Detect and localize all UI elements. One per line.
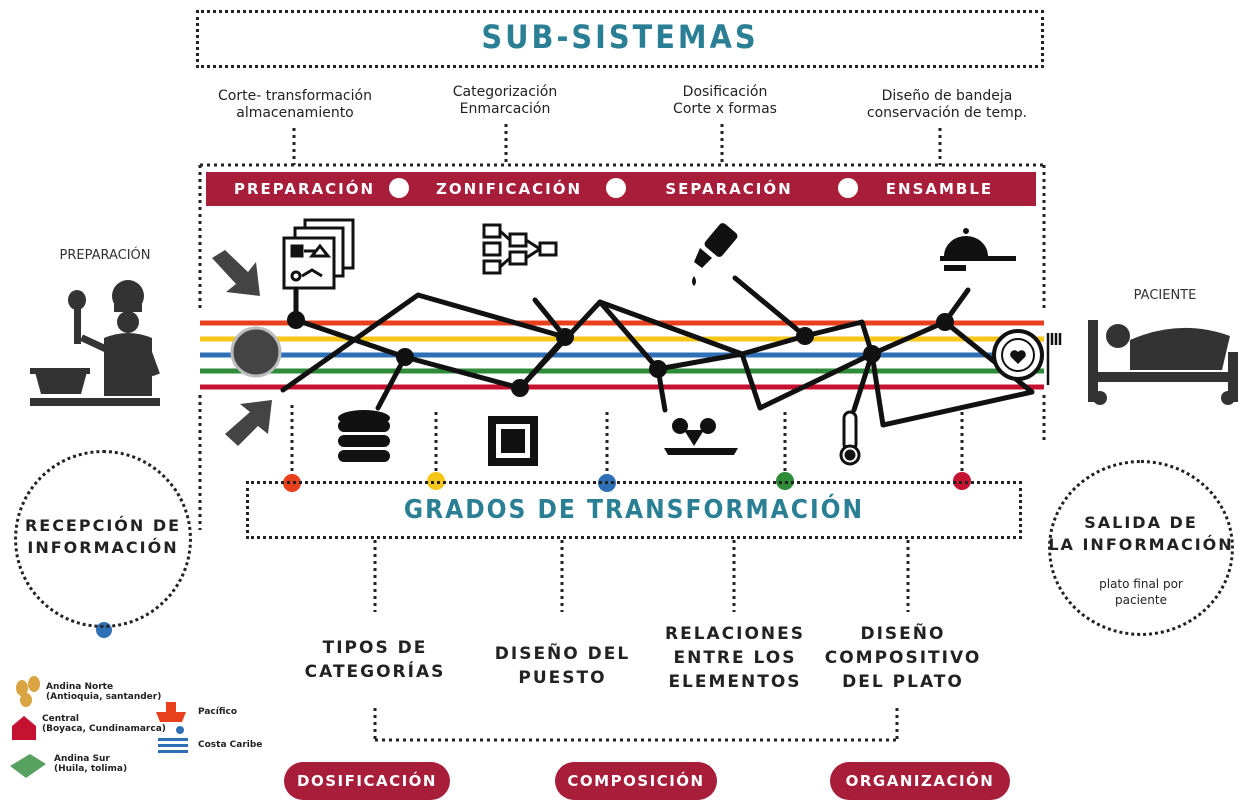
salida-line1: SALIDA DE (1084, 513, 1198, 532)
cloche-icon (940, 228, 1016, 271)
recepcion-text: RECEPCIÓN DE INFORMACIÓN (14, 515, 192, 559)
band-divider (606, 178, 626, 198)
database-icon (338, 410, 390, 462)
subsystems-title: SUB-SISTEMAS (481, 18, 759, 56)
salida-line2: LA INFORMACIÓN (1048, 535, 1234, 554)
subsystem-desc-4: Diseño de bandeja conservación de temp. (852, 88, 1042, 122)
band-divider (838, 178, 858, 198)
category-relaciones-line1: RELACIONES (664, 624, 806, 644)
grados-box (246, 481, 1022, 539)
subsystems-header-box (196, 10, 1044, 68)
grados-title: GRADOS DE TRANSFORMACIÓN (403, 495, 865, 525)
legend-icons (10, 676, 188, 778)
band-divider (389, 178, 409, 198)
legend-central-line2: (Boyaca, Cundinamarca) (42, 724, 166, 734)
category-tipos-line2: CATEGORÍAS (304, 662, 446, 682)
legend-andina-norte-line2: (Antioquia, santander) (46, 692, 162, 702)
category-tipos-line1: TIPOS DE (322, 638, 428, 658)
frame-icon (488, 416, 538, 466)
subsystem-desc-1-line2: almacenamiento (236, 105, 354, 121)
category-diseno-puesto: DISEÑO DEL PUESTO (480, 642, 645, 690)
phase-ensamble: ENSAMBLE (885, 180, 994, 198)
recepcion-line1: RECEPCIÓN DE (24, 516, 182, 535)
legend-andina-sur-line2: (Huila, tolima) (54, 764, 128, 774)
subsystem-desc-2: Categorización Enmarcación (420, 84, 590, 118)
pill-organizacion: ORGANIZACIÓN (830, 762, 1010, 800)
subsystem-desc-2-line2: Enmarcación (459, 101, 551, 117)
salida-note-line2: paciente (1115, 593, 1167, 607)
legend-andina-norte-line1: Andina Norte (46, 682, 114, 692)
salida-circle (1048, 460, 1234, 636)
flowchart-cards-icon (282, 218, 355, 290)
pill-dosificacion: DOSIFICACIÓN (284, 762, 450, 800)
subsystem-desc-2-line1: Categorización (452, 84, 558, 100)
category-relaciones-line2: ENTRE LOS (673, 648, 797, 668)
start-node (230, 326, 282, 378)
category-diseno-puesto-line2: PUESTO (518, 668, 607, 688)
subsystem-desc-4-line2: conservación de temp. (866, 105, 1028, 121)
phase-preparacion: PREPARACIÓN (233, 180, 376, 198)
hierarchy-icon (482, 223, 558, 275)
salida-note: plato final por paciente (1060, 576, 1222, 608)
patient-bed-icon (1088, 320, 1238, 405)
legend-caribe: Costa Caribe (198, 740, 263, 750)
subsystem-desc-4-line1: Diseño de bandeja (881, 88, 1013, 104)
pill-composicion: COMPOSICIÓN (555, 762, 717, 800)
category-relaciones-line3: ELEMENTOS (668, 672, 802, 692)
subsystem-desc-3-line2: Corte x formas (673, 101, 777, 117)
category-diseno-plato-line2: COMPOSITIVO (824, 648, 982, 668)
category-diseno-plato-line1: DISEÑO (860, 624, 946, 644)
legend-central: Central (Boyaca, Cundinamarca) (42, 714, 166, 734)
subsystem-desc-1: Corte- transformación almacenamiento (200, 88, 390, 122)
legend-andina-sur-line1: Andina Sur (54, 754, 110, 764)
subsystem-desc-1-line1: Corte- transformación (218, 88, 372, 104)
cut-shapes-icon (664, 418, 738, 455)
category-diseno-puesto-line1: DISEÑO DEL (494, 644, 631, 664)
legend-pacifico: Pacífico (198, 707, 238, 717)
paciente-label: PACIENTE (1133, 288, 1197, 303)
dropper-bottle-icon (692, 223, 738, 286)
subsystem-desc-3: Dosificación Corte x formas (640, 84, 810, 118)
category-diseno-plato: DISEÑO COMPOSITIVO DEL PLATO (818, 622, 988, 694)
phase-band: PREPARACIÓN ZONIFICACIÓN SEPARACIÓN ENSA… (206, 172, 1036, 206)
category-tipos: TIPOS DE CATEGORÍAS (290, 636, 460, 684)
subsystem-desc-3-line1: Dosificación (682, 84, 768, 100)
category-diseno-plato-line3: DEL PLATO (842, 672, 964, 692)
salida-text: SALIDA DE LA INFORMACIÓN (1048, 512, 1234, 556)
arrow-icons (212, 250, 272, 446)
legend-andina-sur: Andina Sur (Huila, tolima) (54, 754, 127, 774)
thermometer-icon (839, 410, 861, 466)
legend-andina-norte: Andina Norte (Antioquia, santander) (46, 682, 161, 702)
phase-zonificacion: ZONIFICACIÓN (435, 180, 583, 198)
left-preparacion-label: PREPARACIÓN (59, 248, 151, 263)
phase-separacion: SEPARACIÓN (665, 180, 793, 198)
plate-icon (992, 329, 1062, 385)
salida-note-line1: plato final por (1099, 577, 1183, 591)
chef-illustration-icon (30, 280, 160, 406)
recepcion-circle (14, 450, 192, 628)
category-relaciones: RELACIONES ENTRE LOS ELEMENTOS (650, 622, 820, 694)
legend-central-line1: Central (42, 714, 80, 724)
recepcion-line2: INFORMACIÓN (27, 538, 179, 557)
